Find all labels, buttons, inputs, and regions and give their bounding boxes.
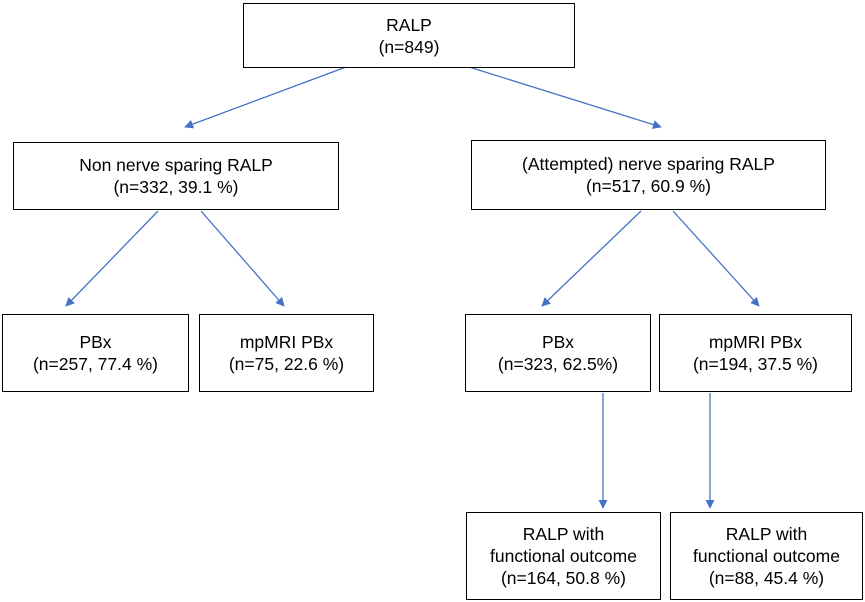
- arrow-nerve-sparing-to-mpmri-pbx: [672, 210, 760, 307]
- arrow-non-nerve-sparing-to-mpmri-pbx: [200, 210, 285, 307]
- node-label: Non nerve sparing RALP: [79, 155, 273, 175]
- node-mpmri-pbx-functional-outcome: RALP with functional outcome (n=88, 45.4…: [670, 512, 863, 600]
- node-label: (Attempted) nerve sparing RALP: [522, 154, 775, 174]
- arrow-non-nerve-sparing-to-pbx: [65, 210, 159, 307]
- node-label-line2: functional outcome: [490, 546, 637, 566]
- node-count: (n=257, 77.4 %): [32, 354, 158, 374]
- node-count: (n=332, 39.1 %): [113, 177, 239, 197]
- arrow-nerve-sparing-to-pbx: [541, 210, 642, 307]
- node-non-nerve-sparing-pbx: PBx (n=257, 77.4 %): [2, 314, 189, 392]
- node-label: RALP: [386, 14, 432, 35]
- node-count: (n=194, 37.5 %): [692, 354, 818, 374]
- node-count: (n=88, 45.4 %): [708, 568, 825, 588]
- node-non-nerve-sparing-mpmri-pbx: mpMRI PBx (n=75, 22.6 %): [199, 314, 374, 392]
- node-label: PBx: [79, 332, 112, 352]
- node-count: (n=75, 22.6 %): [228, 354, 345, 374]
- node-label: RALP with: [725, 524, 808, 544]
- node-ralp-root: RALP (n=849): [243, 3, 575, 68]
- node-label: mpMRI PBx: [239, 332, 334, 352]
- node-count: (n=164, 50.8 %): [500, 568, 626, 588]
- node-label: mpMRI PBx: [708, 332, 803, 352]
- arrow-root-to-nerve-sparing: [468, 66, 662, 129]
- node-count: (n=323, 62.5%): [497, 354, 619, 374]
- node-label: PBx: [541, 332, 575, 352]
- node-non-nerve-sparing-ralp: Non nerve sparing RALP (n=332, 39.1 %): [13, 142, 339, 210]
- arrow-root-to-non-nerve-sparing: [184, 66, 347, 129]
- node-count: (n=849): [378, 36, 440, 57]
- node-nerve-sparing-ralp: (Attempted) nerve sparing RALP (n=517, 6…: [471, 140, 826, 210]
- node-pbx-functional-outcome: RALP with functional outcome (n=164, 50.…: [466, 512, 661, 600]
- node-label: RALP with: [522, 524, 605, 544]
- node-nerve-sparing-pbx: PBx (n=323, 62.5%): [465, 314, 651, 392]
- node-count: (n=517, 60.9 %): [585, 176, 711, 196]
- node-nerve-sparing-mpmri-pbx: mpMRI PBx (n=194, 37.5 %): [659, 314, 852, 392]
- node-label-line2: functional outcome: [693, 546, 840, 566]
